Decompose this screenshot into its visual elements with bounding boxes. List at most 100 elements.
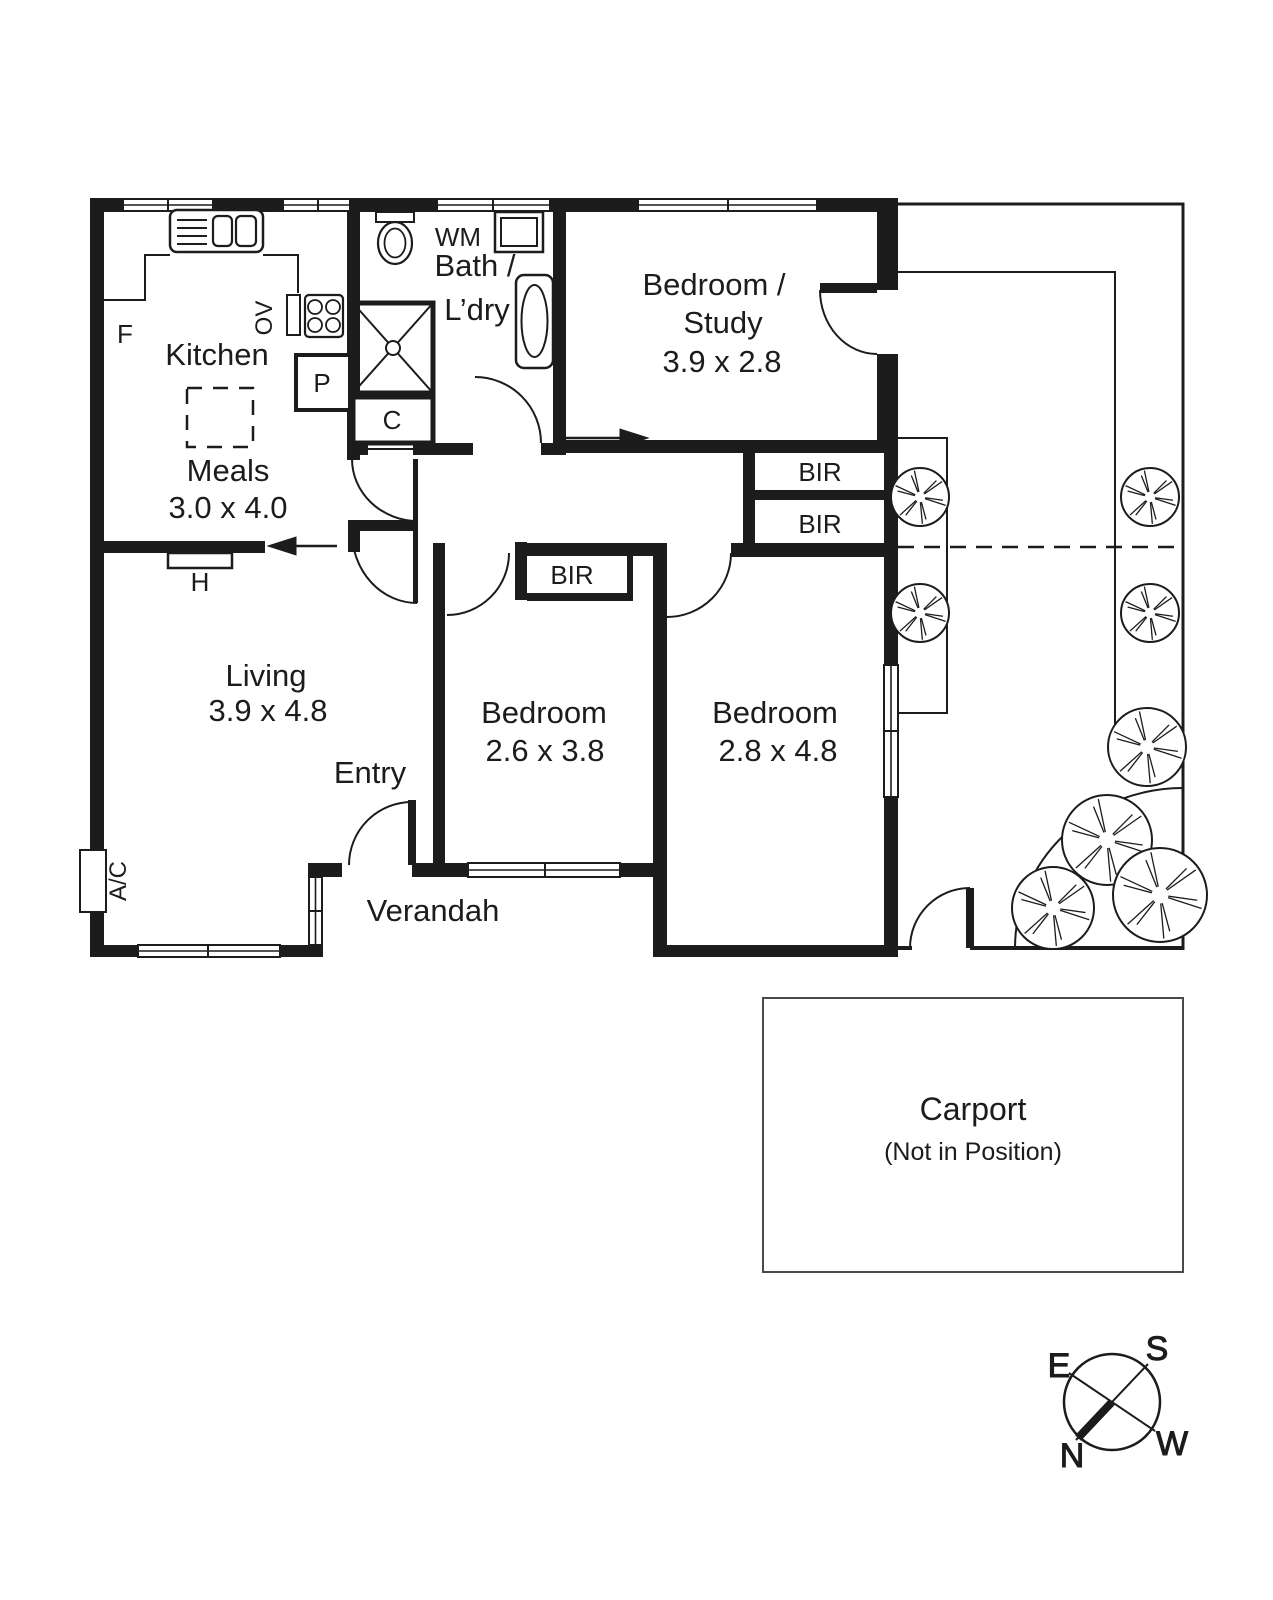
- wall-segment: [348, 520, 360, 552]
- carport-box: Carport (Not in Position): [762, 997, 1184, 1273]
- sink-bowl-icon: [234, 214, 258, 248]
- tree-icon: [1011, 866, 1095, 950]
- wall-segment: [731, 543, 898, 557]
- toilet-icon: [376, 220, 414, 266]
- wall-segment: [553, 212, 566, 443]
- window: [883, 664, 899, 798]
- tree-icon: [1107, 707, 1187, 787]
- wall-segment: [90, 945, 138, 957]
- tree-icon: [1120, 467, 1180, 527]
- wall-segment: [350, 520, 418, 531]
- carport-label: Carport: [920, 1091, 1027, 1127]
- kitchen-bench-edge2: [263, 254, 299, 293]
- living-dims: 3.9 x 4.8: [209, 693, 328, 728]
- bir-label-3: BIR: [550, 560, 593, 590]
- wall-segment: [627, 547, 633, 600]
- shower-drain-icon: [385, 340, 401, 356]
- ac-label: A/C: [105, 861, 132, 901]
- compass-south-label: S: [1146, 1330, 1169, 1368]
- compass: E S N W: [1047, 1330, 1188, 1476]
- wall-segment: [515, 543, 653, 556]
- cooktop-icon: [303, 293, 345, 339]
- bath-label-line1: Bath /: [435, 248, 516, 283]
- window: [122, 198, 214, 212]
- wall-segment: [527, 593, 633, 601]
- compass-circle: [1062, 1352, 1162, 1452]
- fridge-label: F: [117, 319, 133, 349]
- arrow-west-head: [266, 536, 297, 556]
- wall-segment: [413, 443, 473, 455]
- bedroom1-door-arc: [446, 552, 510, 616]
- compass-west-label: W: [1156, 1425, 1188, 1463]
- bedroom-study-door-arc: [819, 289, 878, 355]
- tree-icon: [890, 467, 950, 527]
- kitchen-fixtures: [104, 208, 352, 449]
- wall-segment: [817, 198, 898, 212]
- compass-east-label: E: [1048, 1347, 1071, 1385]
- wall-segment: [306, 945, 323, 957]
- hall-kitchen-door-arc: [351, 458, 418, 522]
- pantry-label: P: [313, 368, 330, 398]
- window: [282, 198, 351, 212]
- bath-door-arc: [474, 376, 542, 444]
- hall-living-door-arc: [351, 531, 418, 604]
- kitchen-bench-edge: [104, 254, 170, 301]
- bedroom2-dims: 2.8 x 4.8: [719, 733, 838, 768]
- wall-segment: [541, 443, 566, 455]
- gate-arc: [909, 887, 971, 949]
- bedroom2-label: Bedroom: [712, 695, 838, 730]
- compass-needle-north: [1075, 1399, 1115, 1441]
- wall-segment: [877, 212, 898, 290]
- wall-segment: [280, 945, 308, 957]
- bedroom1-dims: 2.6 x 3.8: [486, 733, 605, 768]
- wall-segment: [743, 440, 755, 557]
- passage-arrows: [266, 428, 650, 556]
- wall-segment: [90, 541, 265, 553]
- bedroom-study-door-leaf: [820, 283, 877, 293]
- entry-label: Entry: [334, 755, 407, 790]
- meals-label: Meals: [187, 453, 270, 488]
- bir-label-1: BIR: [798, 457, 841, 487]
- wall-segment: [90, 198, 104, 957]
- wall-segment: [515, 542, 527, 600]
- garden-bed-left: [898, 437, 948, 714]
- entry-door-arc: [348, 801, 413, 866]
- wall-segment: [560, 440, 898, 453]
- wall-segment: [877, 354, 898, 443]
- bedroom-study-label-line1: Bedroom /: [642, 267, 785, 302]
- wall-segment: [308, 863, 342, 877]
- carport-outline: [762, 997, 1184, 1273]
- appliance-space-dashed: [185, 386, 255, 449]
- window: [436, 198, 551, 212]
- bedroom-study-label-line2: Study: [683, 305, 763, 340]
- verandah-label: Verandah: [367, 893, 500, 928]
- bath-label-line2: L’dry: [444, 292, 510, 327]
- heater-unit: [166, 551, 234, 570]
- shower-base: [350, 300, 436, 396]
- living-label: Living: [226, 658, 307, 693]
- window: [137, 944, 281, 958]
- toilet-cistern-icon: [375, 211, 415, 223]
- wall-segment: [550, 198, 638, 212]
- units: [79, 551, 234, 913]
- compass-north-label: N: [1060, 1437, 1085, 1475]
- window: [637, 198, 818, 212]
- yard-outer-boundary: [898, 202, 1185, 950]
- wall-segment: [884, 797, 898, 945]
- bedroom2-door-arc: [666, 552, 732, 618]
- meals-dims: 3.0 x 4.0: [169, 490, 288, 525]
- doors: [348, 283, 974, 949]
- labels: Kitchen F OV P C WM Bath / L’dry Bedroom…: [105, 222, 842, 928]
- bedroom1-label: Bedroom: [481, 695, 607, 730]
- wall-segment: [884, 443, 898, 665]
- wall-segment: [350, 443, 368, 455]
- tree-icon: [1112, 847, 1208, 943]
- arrow-east-head: [619, 428, 650, 448]
- ac-unit: [79, 849, 107, 913]
- carport-note: (Not in Position): [884, 1138, 1062, 1166]
- gate-leaf: [966, 888, 974, 948]
- wall-segment: [213, 198, 283, 212]
- bir-label-2: BIR: [798, 509, 841, 539]
